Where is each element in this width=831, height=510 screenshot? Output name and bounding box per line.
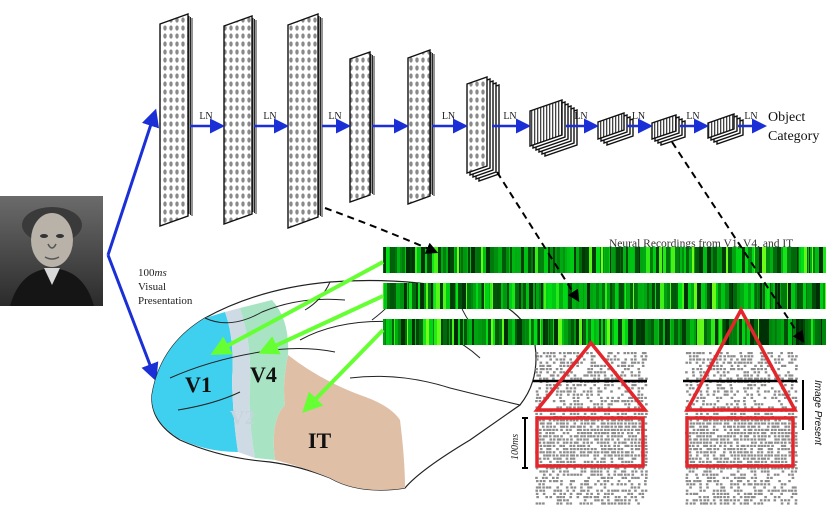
response-window-triangle: [533, 340, 649, 412]
brain-label-v1: V1: [185, 372, 212, 397]
network-layers: [159, 12, 744, 230]
network-layer: [466, 76, 500, 182]
image-present-label: Image Present: [812, 380, 823, 446]
output-label-object: Object: [768, 110, 805, 125]
brain-region-it: [273, 355, 405, 491]
output-label-category: Category: [768, 129, 819, 144]
ln-label: LN: [442, 111, 455, 122]
response-window-box: [685, 416, 795, 468]
network-layer: [651, 114, 686, 146]
raster-plot: [533, 340, 649, 505]
response-window-triangle: [684, 306, 798, 412]
network-layer: [529, 99, 578, 157]
network-layer: [597, 112, 634, 146]
network-layer: [223, 15, 257, 225]
recording-strip: [383, 283, 826, 309]
ln-label: LN: [199, 111, 212, 122]
stimulus-visual-label: Visual: [138, 281, 166, 293]
spike-rasters: [533, 306, 798, 505]
stimulus-time-label: 100ms: [138, 267, 167, 279]
network-layer: [287, 12, 323, 230]
ln-label: LN: [574, 111, 587, 122]
brain-label-v2: V2: [230, 407, 254, 429]
raster-plot: [683, 306, 798, 505]
recordings-title: Neural Recordings from V1, V4, and IT: [609, 238, 793, 250]
recording-strip: [383, 247, 826, 273]
stimulus-arrows: [106, 108, 160, 382]
ln-label: LN: [503, 111, 516, 122]
stimulus-photo: [0, 196, 103, 306]
recording-strips: [383, 247, 826, 345]
ln-label: LN: [632, 111, 645, 122]
network-layer: [707, 113, 744, 145]
network-layer: [159, 13, 193, 227]
network-layer: [407, 49, 435, 205]
image-present-marker: Image Present: [802, 380, 823, 446]
recording-to-brain-arrows: [210, 260, 385, 413]
layer-to-recording-arrows: [324, 141, 805, 344]
raster-scale-label: 100ms: [510, 434, 521, 460]
ln-label: LN: [263, 111, 276, 122]
ln-label: LN: [686, 111, 699, 122]
response-window-box: [535, 416, 645, 468]
ln-label: LN: [328, 111, 341, 122]
stimulus-presentation-label: Presentation: [138, 295, 193, 307]
network-layer: [349, 51, 375, 203]
ln-label: LN: [744, 111, 757, 122]
brain-label-it: IT: [308, 428, 332, 453]
raster-scale-bar: 100ms: [510, 417, 528, 469]
brain-label-v4: V4: [250, 362, 277, 387]
network-connectors: LN LN LN LN LN LN LN LN LN: [190, 111, 767, 134]
